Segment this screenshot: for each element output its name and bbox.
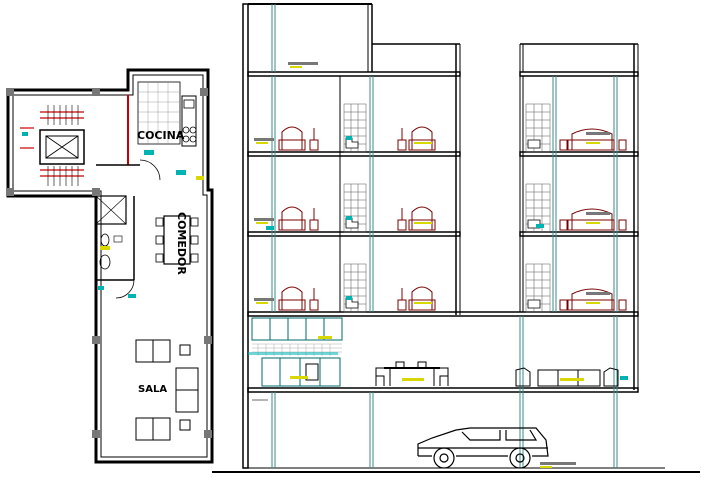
floor-plan bbox=[6, 68, 214, 464]
section-annotations bbox=[248, 62, 628, 468]
building-section bbox=[212, 3, 700, 473]
bedroom-furniture bbox=[278, 126, 627, 311]
dining-label: COMEDOR bbox=[175, 212, 188, 275]
ground-stair bbox=[252, 391, 268, 401]
kitchen-cabinets bbox=[251, 317, 343, 387]
plan-inner-wall bbox=[12, 74, 208, 458]
car bbox=[417, 427, 549, 469]
plan-accents bbox=[22, 132, 204, 298]
kitchen-area bbox=[96, 81, 197, 181]
plan-outer-wall bbox=[6, 68, 214, 464]
section-columns bbox=[271, 4, 618, 468]
stair-core bbox=[20, 105, 85, 186]
kitchen-label: COCINA bbox=[137, 129, 185, 142]
living-label: SALA bbox=[138, 384, 167, 395]
tile-shafts bbox=[343, 103, 551, 313]
toilets bbox=[345, 137, 541, 309]
bathroom-area bbox=[95, 195, 135, 299]
living-furniture bbox=[135, 339, 199, 441]
dining-table bbox=[155, 215, 199, 265]
plan-columns bbox=[6, 88, 212, 438]
dining-set bbox=[375, 361, 449, 386]
sofas bbox=[515, 367, 619, 387]
